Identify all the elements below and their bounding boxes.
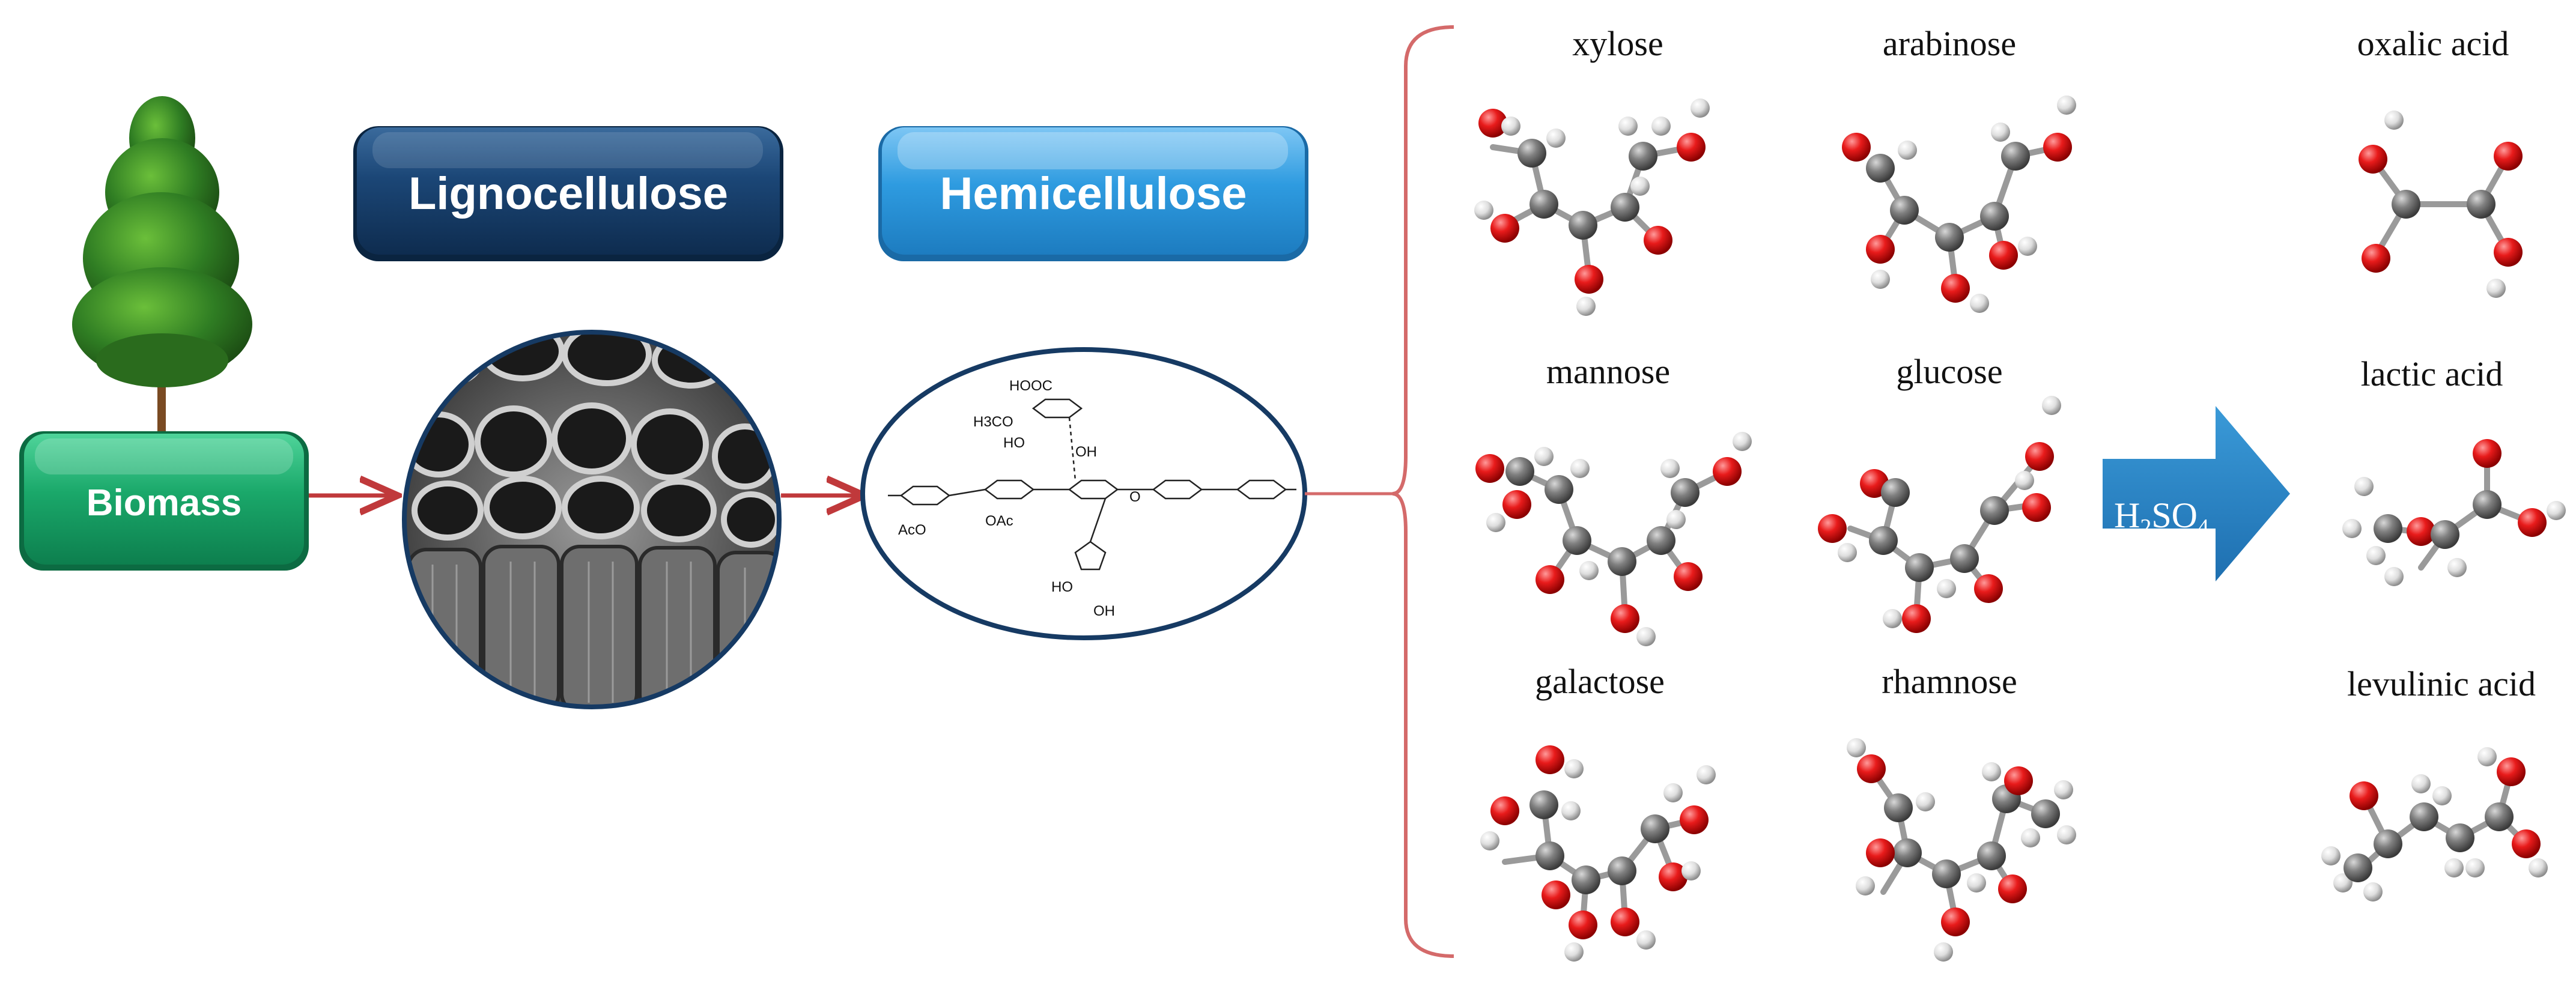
biomass-label: Biomass xyxy=(87,482,242,524)
label-oxalic-acid: oxalic acid xyxy=(2357,24,2509,63)
arabinose-molecule xyxy=(1842,95,2076,313)
h2so4-arrow: H2SO4 xyxy=(2103,406,2290,581)
hemicellulose-box: Hemicellulose xyxy=(878,126,1308,261)
sem-micrograph xyxy=(402,330,782,709)
glucose-molecule xyxy=(1818,396,2061,633)
struct-label-ho-1: HO xyxy=(1003,435,1025,451)
oxalic-acid-molecule xyxy=(2359,111,2523,298)
hemicellulose-structure: HOOC H3CO HO OH AcO OAc O HO OH xyxy=(860,347,1307,640)
label-glucose: glucose xyxy=(1896,352,2002,391)
lactic-acid-molecule xyxy=(2342,439,2566,586)
label-galactose: galactose xyxy=(1535,662,1665,701)
galactose-molecule xyxy=(1480,745,1716,962)
bracket xyxy=(1392,25,1454,958)
lignocellulose-box: Lignocellulose xyxy=(353,126,783,261)
struct-label-oac: OAc xyxy=(985,513,1013,529)
biomass-box: Biomass xyxy=(19,431,309,571)
lignocellulose-label: Lignocellulose xyxy=(409,168,728,219)
label-mannose: mannose xyxy=(1546,352,1670,391)
struct-label-oh-1: OH xyxy=(1075,444,1097,460)
struct-label-o: O xyxy=(1129,489,1141,505)
xylose-molecule xyxy=(1474,98,1710,316)
mannose-molecule xyxy=(1475,432,1752,646)
levulinic-acid-molecule xyxy=(2321,747,2548,902)
h2so4-label: H2SO4 xyxy=(2114,496,2209,540)
tree-icon xyxy=(72,96,252,432)
label-levulinic-acid: levulinic acid xyxy=(2347,664,2536,703)
struct-label-h3co: H3CO xyxy=(973,414,1013,430)
hemicellulose-label: Hemicellulose xyxy=(940,168,1247,219)
struct-label-ho-2: HO xyxy=(1051,579,1073,595)
struct-label-oh-2: OH xyxy=(1093,603,1115,619)
label-lactic-acid: lactic acid xyxy=(2361,354,2503,393)
label-xylose: xylose xyxy=(1572,24,1663,63)
label-rhamnose: rhamnose xyxy=(1882,662,2017,701)
rhamnose-molecule xyxy=(1847,738,2076,962)
struct-label-hooc: HOOC xyxy=(1009,378,1053,394)
struct-label-aco: AcO xyxy=(898,522,926,538)
label-arabinose: arabinose xyxy=(1883,24,2016,63)
